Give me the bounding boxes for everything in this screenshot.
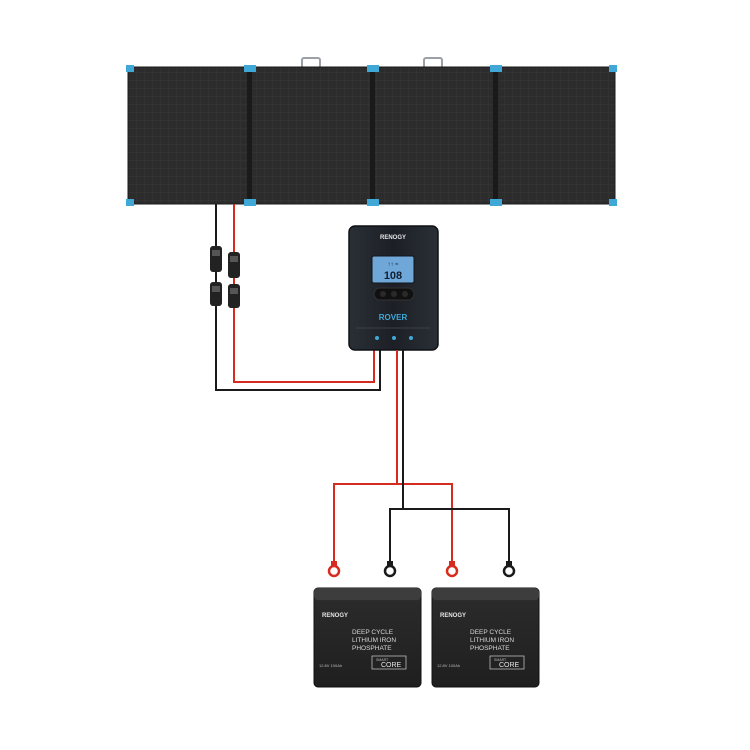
battery-brand: RENOGY [440,613,466,619]
battery-badge [489,655,525,670]
battery-1: RENOGY DEEP CYCLE LITHIUM IRON PHOSPHATE… [313,587,422,688]
controller-button [402,291,408,297]
mc4-connectors [210,246,240,308]
controller-brand: RENOGY [380,235,406,241]
solar-panel [126,57,617,206]
battery-wires [333,350,510,565]
battery-spec: 12.8V 100Ah [319,663,342,668]
lcd-icons: ↑↑ ≈ [388,262,400,268]
battery-line1: DEEP CYCLE [470,629,512,636]
panel-segment [250,66,372,205]
battery-badge-text: CORE [499,662,520,669]
battery-line2: LITHIUM IRON [352,637,396,644]
battery-badge-small: SMART [376,658,389,662]
negative-wire [403,508,510,565]
positive-wire [397,483,453,565]
ring-terminals [327,561,516,578]
positive-wire [333,350,398,565]
panel-segment [496,66,616,205]
controller-lcd [371,255,415,284]
battery-line3: PHOSPHATE [352,645,392,652]
battery-line2: LITHIUM IRON [470,637,514,644]
controller-button [391,291,397,297]
charge-controller: RENOGY ↑↑ ≈ 108 ROVER [348,225,439,351]
battery-2: RENOGY DEEP CYCLE LITHIUM IRON PHOSPHATE… [431,587,540,688]
battery-line1: DEEP CYCLE [352,629,394,636]
status-icon [375,336,379,340]
status-icon [409,336,413,340]
controller-model: ROVER [379,313,408,322]
battery-spec: 12.8V 100Ah [437,663,460,668]
battery-badge-text: CORE [381,662,402,669]
panel-corner-clips [126,65,617,206]
battery-line3: PHOSPHATE [470,645,510,652]
battery-badge-small: SMART [494,658,507,662]
panel-segment [373,66,495,205]
lcd-value: 108 [384,270,402,282]
battery-badge [371,655,407,670]
status-icon [392,336,396,340]
panel-segment [127,66,249,205]
controller-button [380,291,386,297]
negative-wire [389,350,404,565]
battery-brand: RENOGY [322,613,348,619]
